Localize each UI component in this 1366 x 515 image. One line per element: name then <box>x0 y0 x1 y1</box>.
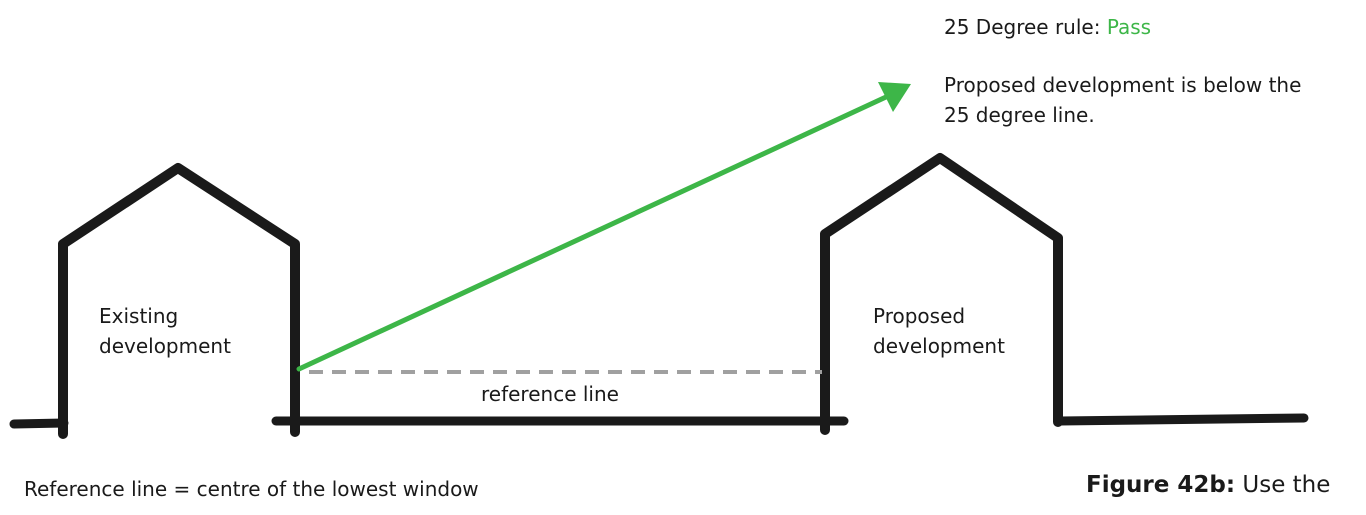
rule-status: 25 Degree rule: Pass <box>944 12 1151 42</box>
rule-result: Pass <box>1106 15 1152 39</box>
ground <box>9 413 1309 429</box>
rule-description: Proposed development is below the 25 deg… <box>944 70 1301 130</box>
footnote: Reference line = centre of the lowest wi… <box>24 477 479 501</box>
existing-development-label: Existing development <box>99 301 231 361</box>
existing-label-line-2: development <box>99 334 231 358</box>
proposed-house <box>820 153 1063 435</box>
proposed-label-line-2: development <box>873 334 1005 358</box>
reference-line-label: reference line <box>481 382 619 406</box>
caption-text: Use the <box>1235 472 1331 498</box>
description-line-1: Proposed development is below the <box>944 73 1302 97</box>
caption-label: Figure 42b: <box>1086 472 1236 498</box>
figure-caption: Figure 42b: Use the <box>1086 468 1330 502</box>
existing-label-line-1: Existing <box>99 304 179 328</box>
proposed-label-line-1: Proposed <box>873 304 966 328</box>
rule-label: 25 Degree rule: <box>944 15 1107 39</box>
proposed-development-label: Proposed development <box>873 301 1005 361</box>
degree-arrow <box>296 82 911 372</box>
existing-house <box>58 163 300 439</box>
description-line-2: 25 degree line. <box>944 103 1095 127</box>
